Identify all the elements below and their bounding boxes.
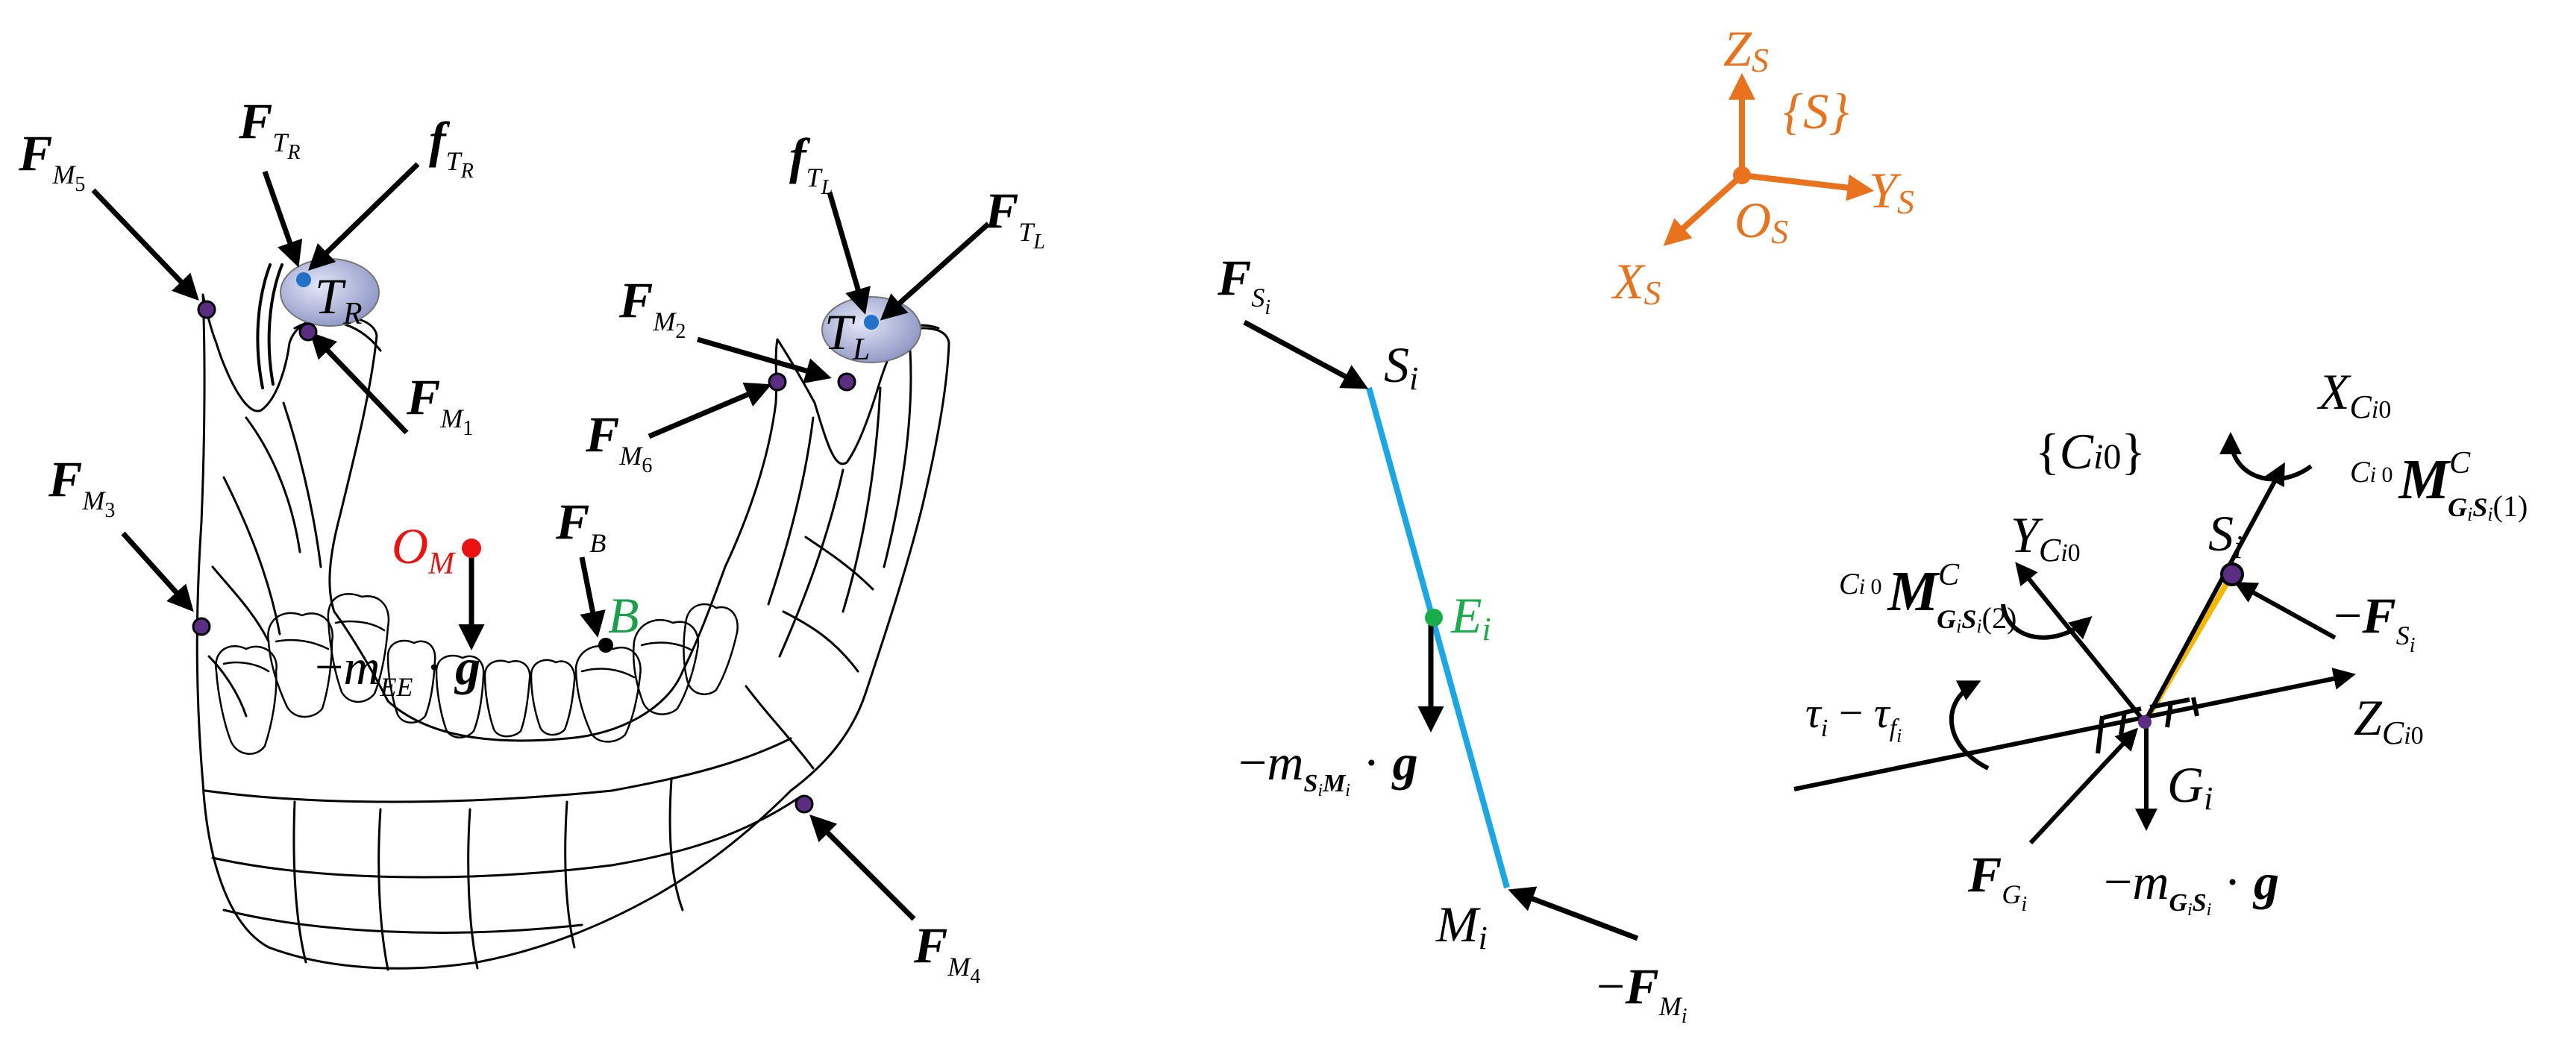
label-e: Ei [1450, 587, 1491, 647]
label-y-ci0: YCi0 [2011, 506, 2081, 568]
label-s: Si [1384, 336, 1418, 397]
point-e-dot [1425, 609, 1443, 627]
axis-xs [1663, 173, 1744, 246]
label-m: Mi [1435, 896, 1488, 956]
label-zs: ZS [1723, 20, 1769, 79]
label-ftl: FTL [984, 182, 1045, 254]
label-xs: XS [1611, 253, 1661, 312]
label-set-ci0: {Ci0} [2035, 423, 2146, 480]
si-point-marker [2220, 562, 2244, 586]
label-ftl-small: fTL [789, 128, 833, 199]
point-om-dot [462, 539, 481, 558]
circle-marker-icon [837, 372, 856, 392]
label-si: Si [2208, 505, 2243, 565]
label-link-gravity: −mSiMi · g [1238, 734, 1418, 800]
curved-arrow-icon [2001, 603, 2093, 640]
arrow-ftl [880, 222, 991, 321]
label-fm2: FM2 [618, 272, 686, 343]
curved-arrow-icon [1949, 680, 1990, 771]
frame-s: ZS {S} YS OS XS [1611, 20, 1914, 312]
label-fs: FSi [1217, 249, 1270, 319]
z-axis-line [1793, 668, 2356, 791]
tmj-right-dot [296, 272, 311, 287]
label-fb: FB [555, 493, 606, 558]
arrow-fm3 [121, 531, 194, 612]
gi-point-dot [2138, 715, 2152, 729]
label-fm4: FM4 [913, 917, 980, 988]
label-gi-gravity: −mGiSi · g [2104, 853, 2279, 920]
label-fm6: FM6 [585, 406, 652, 477]
label-b: B [608, 587, 639, 644]
mandible-drawing [195, 263, 950, 971]
axis-y-ci0 [2015, 562, 2147, 724]
jaw-force-arrows [91, 162, 991, 921]
arrow-ftl-small [827, 192, 871, 315]
axis-x-ci0 [2143, 462, 2285, 724]
arrow-fm1 [310, 331, 409, 435]
link-model: FSi Si Ei −mSiMi · g Mi −FMi [1217, 249, 1687, 1028]
curved-arrow-icon [2219, 432, 2313, 482]
label-gravity-ee: −mEE · g [315, 638, 480, 702]
arrow-fm5 [91, 188, 199, 301]
label-om: OM [392, 518, 456, 581]
arrow-fs [1243, 319, 1369, 389]
label-set-s: {S} [1783, 83, 1849, 139]
label-tl: TL [824, 304, 870, 367]
circle-marker-icon [298, 322, 318, 342]
jaw-labels: FM5 FTR fTR TR FM1 FM3 OM −mEE · g FB B … [18, 92, 1045, 988]
arrow-fm4 [809, 815, 916, 921]
arrow-ftr-small [307, 162, 420, 271]
circle-marker-icon [192, 617, 211, 636]
arrow-fm6 [648, 382, 772, 439]
label-tau: τi − τfi [1805, 688, 1902, 747]
arrow-fb [579, 556, 606, 638]
link-segment [1366, 386, 1510, 889]
arrow-ftr [262, 170, 303, 268]
arrow-fm-link [1508, 886, 1639, 941]
label-z-ci0: ZCi0 [2354, 689, 2424, 751]
point-b-dot [598, 638, 613, 653]
arrow-minus-fs [2234, 582, 2337, 640]
label-fm3: FM3 [48, 451, 115, 522]
circle-marker-icon [795, 794, 814, 814]
label-minus-fs: −FSi [2334, 587, 2416, 657]
label-os: OS [1734, 192, 1788, 251]
label-x-ci0: XCi0 [2316, 363, 2391, 425]
label-gi: Gi [2167, 756, 2213, 817]
arrow-fm2 [697, 336, 832, 384]
circle-marker-icon [197, 300, 216, 319]
label-fg: FGi [1967, 846, 2027, 916]
label-fm1: FM1 [406, 368, 473, 440]
label-fm5: FM5 [18, 125, 85, 196]
label-fm-link: −FMi [1596, 958, 1687, 1028]
label-ys: YS [1869, 162, 1914, 221]
label-tr: TR [315, 268, 362, 331]
circle-marker-icon [768, 372, 787, 392]
label-ftr: FTR [238, 92, 301, 164]
label-ftr-small: fTR [429, 111, 474, 183]
tmj-left-dot [864, 315, 879, 330]
origin-os-dot [1733, 166, 1751, 184]
axis-ys [1741, 172, 1875, 201]
teeth [215, 593, 739, 755]
attachment-markers [192, 272, 879, 814]
arrow-fg [2028, 727, 2139, 845]
